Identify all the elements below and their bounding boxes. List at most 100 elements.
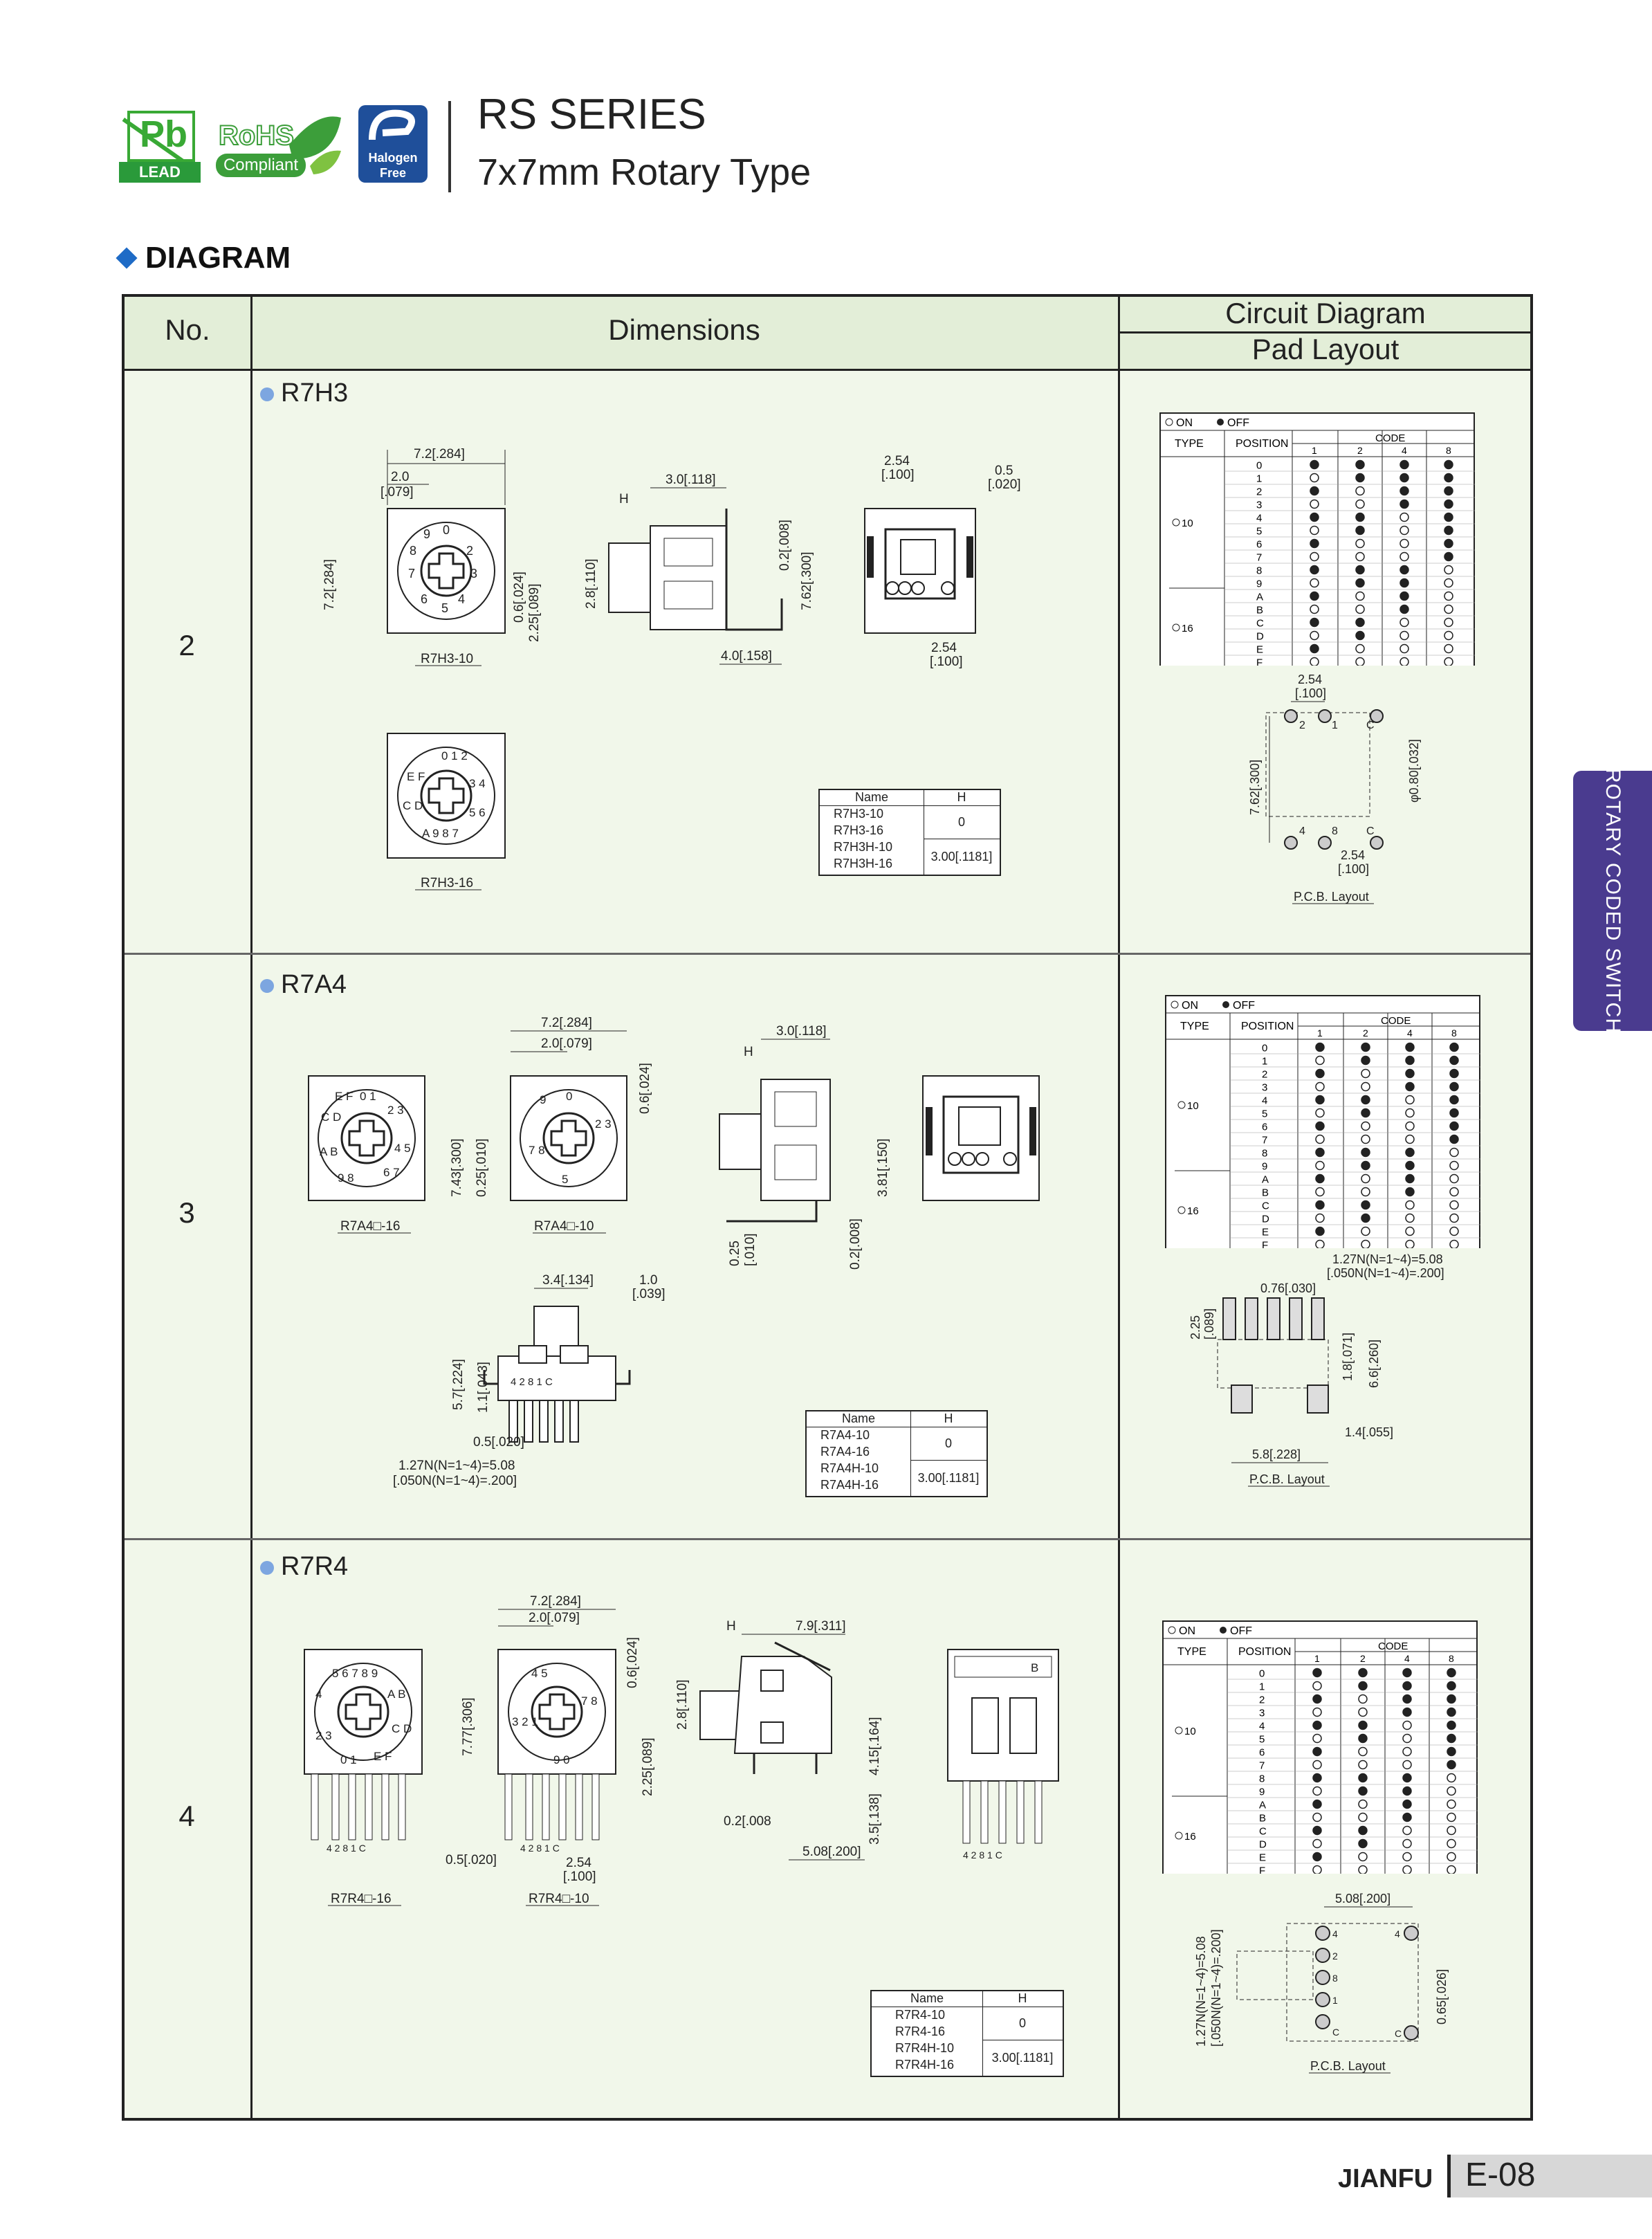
position-label: B: [1256, 605, 1263, 616]
on-state-dot: [1402, 1760, 1412, 1770]
on-state-dot: [1447, 1786, 1456, 1796]
truth-table-frame: [1162, 1620, 1478, 1874]
bullet-icon: [260, 1560, 274, 1575]
on-state-dot: [1358, 1760, 1368, 1770]
off-state-dot: [1355, 578, 1365, 588]
svg-text:7: 7: [408, 567, 415, 581]
pad-dim: [.100]: [1295, 686, 1326, 700]
off-state-dot: [1358, 1773, 1368, 1783]
position-label: F: [1259, 1865, 1265, 1874]
svg-text:4: 4: [1299, 825, 1305, 837]
position-label: 4: [1262, 1095, 1267, 1107]
svg-text:5: 5: [441, 601, 448, 615]
pcb-layout: 1.27N(N=1~4)=5.08 [.050N(N=1~4)=.200] 0.…: [1188, 1252, 1444, 1487]
off-state-dot: [1361, 1095, 1370, 1105]
on-state-dot: [1399, 657, 1409, 666]
dim-label: [.020]: [988, 477, 1021, 492]
series-subtitle: 7x7mm Rotary Type: [477, 152, 811, 193]
row-number: 3: [178, 1196, 195, 1229]
on-state-dot: [1310, 630, 1319, 641]
off-state-dot: [1315, 1095, 1325, 1105]
view-caption: R7H3-10: [421, 652, 473, 666]
off-state-dot: [1358, 1667, 1368, 1678]
compliant-label: Compliant: [216, 154, 306, 177]
off-state-dot: [1315, 1173, 1325, 1184]
position-label: E: [1256, 644, 1263, 656]
off-state-dot: [1361, 1042, 1370, 1052]
off-state-dot: [1361, 1213, 1370, 1223]
on-state-dot: [1315, 1134, 1325, 1144]
halogen-free-logo: Halogen Free: [358, 105, 428, 183]
r7r4-front-view: B 4 2 8 1 C: [947, 1649, 1059, 1861]
name-cell: R7A4-10: [820, 1428, 870, 1442]
table-header-name: Name: [820, 790, 924, 806]
on-state-dot: [1449, 1200, 1459, 1210]
code-column-label: 1: [1317, 1027, 1323, 1039]
pad-dim: 0.76[.030]: [1260, 1281, 1316, 1295]
svg-text:4 5: 4 5: [531, 1667, 548, 1680]
name-table: Name H R7R4-10 R7R4-16 R7R4H-10 R7R4H-16…: [870, 1990, 1064, 2077]
type-16-label: 16: [1182, 623, 1193, 634]
off-state-dot: [1444, 459, 1453, 470]
legend-off-label: OFF: [1230, 1625, 1252, 1637]
off-state-dot: [1405, 1068, 1415, 1079]
pad-dim: [.089]: [1202, 1308, 1216, 1340]
r7h3-side-view: 3.0[.118] H 2.8[.110] 0.2[.008] 7.62[.30…: [584, 473, 814, 665]
dim-label: [.050N(N=1~4)=.200]: [393, 1474, 517, 1488]
position-label: F: [1256, 657, 1263, 666]
off-state-dot: [1361, 1108, 1370, 1118]
dim-label: 2.0[.079]: [541, 1036, 592, 1051]
svg-text:2: 2: [1332, 1950, 1338, 1962]
svg-text:0 1: 0 1: [360, 1090, 376, 1103]
off-state-dot: [1405, 1042, 1415, 1052]
dim-label: [.010]: [743, 1233, 758, 1266]
off-state-dot: [1449, 1095, 1459, 1105]
position-label: 0: [1259, 1668, 1265, 1680]
position-header: POSITION: [1241, 1021, 1294, 1032]
on-state-dot: [1358, 1694, 1368, 1704]
off-state-dot: [1355, 512, 1365, 522]
off-state-dot: [1399, 604, 1409, 614]
svg-text:C: C: [1332, 2027, 1339, 2038]
pcb-caption: P.C.B. Layout: [1310, 2059, 1386, 2073]
pcb-caption: P.C.B. Layout: [1249, 1472, 1325, 1486]
position-label: 1: [1256, 473, 1262, 485]
dim-label: 2.54: [884, 454, 910, 468]
dim-label: 0.2[.008: [724, 1814, 771, 1829]
on-state-dot: [1405, 1108, 1415, 1118]
position-label: 5: [1262, 1108, 1267, 1120]
svg-text:0 1 2: 0 1 2: [441, 749, 468, 762]
model-label: R7R4: [260, 1552, 348, 1582]
view-caption: R7A4□-16: [340, 1219, 400, 1234]
name-table: Name H R7H3-10 R7H3-16 R7H3H-10 R7H3H-16…: [818, 789, 1001, 876]
svg-text:C: C: [1366, 825, 1375, 837]
on-state-dot: [1310, 525, 1319, 536]
dim-label: H: [726, 1619, 736, 1634]
col-pad-layout: Pad Layout: [1251, 333, 1399, 365]
on-state-dot: [1444, 591, 1453, 601]
dim-label: 0.6[.024]: [638, 1063, 652, 1114]
pad-dim: 1.27N(N=1~4)=5.08: [1332, 1252, 1443, 1266]
on-state-dot: [1402, 1733, 1412, 1744]
position-label: F: [1262, 1240, 1268, 1249]
off-state-dot: [1310, 617, 1319, 628]
on-state-dot: [1399, 630, 1409, 641]
off-state-dot: [1402, 1786, 1412, 1796]
position-label: 6: [1259, 1747, 1265, 1759]
series-title: RS SERIES: [477, 91, 706, 138]
off-state-dot: [1310, 591, 1319, 601]
r7r4-view-16: 5 6 7 8 9A BC DE F0 12 34 4 2 8 1 C R7R4…: [304, 1649, 423, 1906]
on-state-dot: [1447, 1852, 1456, 1862]
off-state-dot: [1315, 1068, 1325, 1079]
type-header: TYPE: [1180, 1021, 1209, 1032]
off-state-dot: [1315, 1147, 1325, 1158]
legend-on-label: ON: [1176, 417, 1193, 429]
on-state-dot: [1444, 565, 1453, 575]
svg-text:5: 5: [562, 1173, 568, 1186]
dim-label: 2.25[.089]: [641, 1737, 655, 1796]
col-no: No.: [165, 313, 210, 346]
off-state-dot: [1312, 1667, 1322, 1678]
r7a4-back-view: 4 2 8 1 C 3.4[.134] 1.0 [.039] 5.7[.224]…: [393, 1273, 666, 1488]
off-state-dot: [1447, 1733, 1456, 1744]
